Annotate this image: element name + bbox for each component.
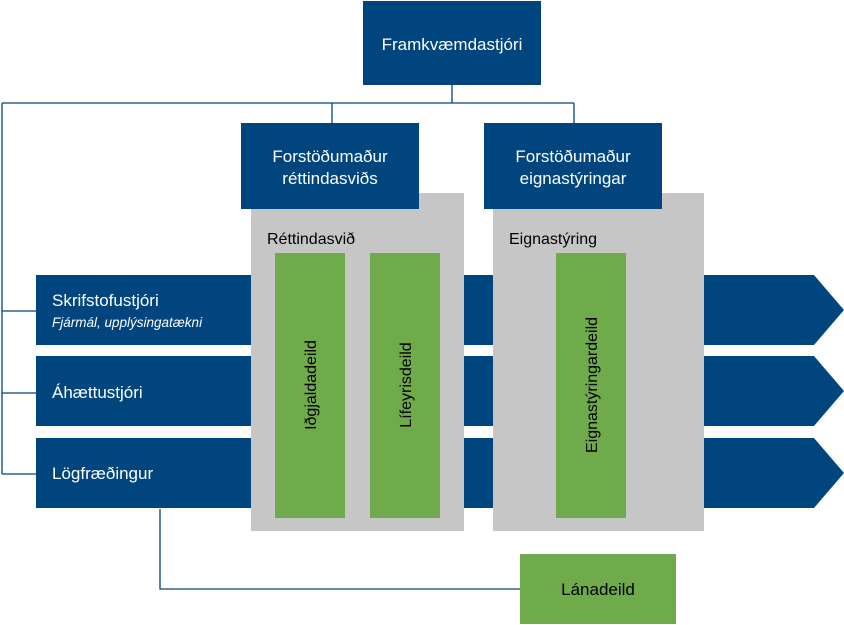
band-legal-title: Lögfræðingur [52,464,153,483]
head-rights-box [241,123,419,209]
head-rights-label-line2: réttindasviðs [282,169,377,188]
dept-contributions-box [275,253,345,518]
ceo-label: Framkvæmdastjóri [382,35,523,54]
division-rights-label: Réttindasvið [267,231,355,248]
dept-pensions-box [370,253,440,518]
dept-asset-mgmt-box [556,253,626,518]
ceo-box [363,1,541,85]
dept-asset-mgmt-label: Eignastýringardeild [584,317,601,453]
connector-lines [1,85,575,590]
dept-contributions-label: Iðgjaldadeild [303,340,320,430]
head-assets-box [484,123,662,209]
band-office-title: Skrifstofustjóri [52,291,159,310]
division-assets-label: Eignastýring [509,231,597,248]
head-assets-label-line1: Forstöðumaður [515,147,631,166]
connector-loans [159,509,520,590]
dept-pensions-label: Lífeyrisdeild [398,342,415,427]
head-rights-label-line1: Forstöðumaður [272,147,388,166]
dept-loans-box [520,554,676,624]
head-assets-label-line2: eignastýringar [520,169,627,188]
band-risk-title: Áhættustjóri [52,383,143,402]
dept-loans-label: Lánadeild [561,580,635,599]
band-office-subtitle: Fjármál, upplýsingatækni [52,315,203,330]
